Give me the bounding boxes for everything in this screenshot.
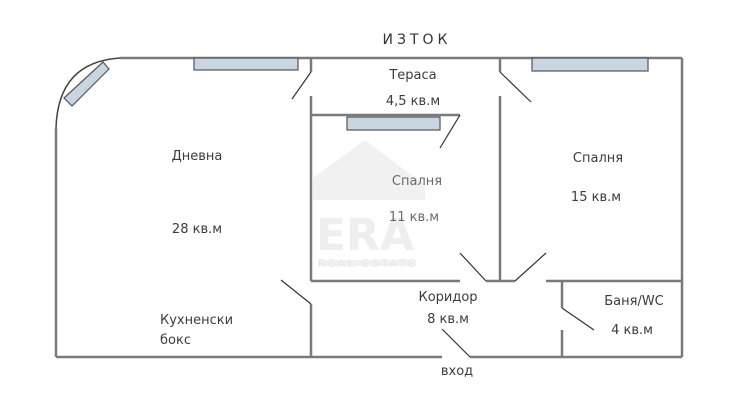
window-small-bedroom — [346, 116, 441, 131]
window-living-curved — [63, 61, 110, 107]
walls — [54, 56, 684, 359]
room-area-large-bedroom: 15 кв.м — [570, 190, 622, 205]
room-name-living: Дневна — [171, 149, 223, 164]
room-name-bathroom: Баня/WC — [604, 294, 664, 309]
room-area-living: 28 кв.м — [171, 222, 223, 237]
room-name-corridor: Коридор — [418, 290, 478, 305]
window-living — [193, 57, 299, 71]
orientation-label: ИЗТОК — [382, 32, 452, 48]
svg-text:REAL ESTATE: REAL ESTATE — [318, 257, 417, 270]
entrance-label: вход — [440, 364, 474, 379]
room-area-bathroom: 4 кв.м — [611, 323, 653, 338]
room-name-large-bedroom: Спалня — [572, 151, 624, 166]
room-area-corridor: 8 кв.м — [427, 312, 469, 327]
room-name-kitchen-2: бокс — [160, 333, 191, 348]
door-swings — [280, 71, 595, 358]
windows — [63, 57, 649, 131]
room-name-terrace: Тераса — [389, 68, 437, 83]
room-name-small-bedroom: Спалня — [391, 174, 443, 189]
svg-text:ERA: ERA — [316, 210, 414, 261]
room-area-terrace: 4,5 кв.м — [385, 94, 441, 109]
room-area-small-bedroom: 11 кв.м — [388, 210, 440, 225]
room-name-kitchen: Кухненски — [160, 313, 234, 328]
window-large-bedroom — [531, 57, 649, 72]
era-watermark-logo: ERA REAL ESTATE — [313, 140, 425, 270]
